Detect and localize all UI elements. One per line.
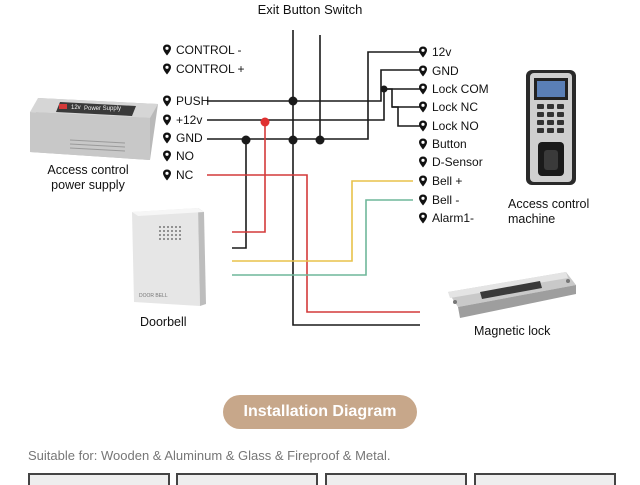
speaker-grille [159, 226, 181, 240]
location-pin-icon [162, 44, 172, 56]
doorbell-brand: DOOR BELL [139, 293, 168, 299]
terminal-d-sensor: D-Sensor [418, 155, 483, 169]
terminal-button: Button [418, 137, 467, 151]
wire-lock-no [392, 106, 420, 127]
wire-bell-minus [232, 199, 413, 276]
terminal-no: NO [162, 149, 194, 163]
location-pin-icon [418, 138, 428, 150]
wire-doorbell-red [232, 120, 266, 233]
red-wires [207, 120, 420, 313]
power-supply-caption: Access control power supply [47, 163, 129, 192]
power-supply-badge: 12v [71, 105, 81, 111]
terminal-nc: NC [162, 168, 193, 182]
terminal-bell-minus: Bell - [418, 193, 459, 207]
doorbell-image [132, 208, 206, 306]
terminal-bell-plus: Bell + [418, 174, 462, 188]
location-pin-icon [418, 212, 428, 224]
terminal-12v: 12v [418, 45, 451, 59]
terminal-gnd: GND [162, 131, 203, 145]
location-pin-icon [418, 194, 428, 206]
wire-lock-nc [384, 88, 420, 108]
location-pin-icon [418, 156, 428, 168]
access-machine-caption: Access control machine [508, 197, 590, 226]
location-pin-icon [418, 65, 428, 77]
junction-dot [288, 135, 298, 145]
wire-maglock-black [292, 101, 420, 326]
location-pin-icon [418, 46, 428, 58]
exit-button-switch-label: Exit Button Switch [257, 2, 363, 17]
magnetic-lock-image [448, 272, 576, 318]
terminal-control-minus: CONTROL - [162, 43, 242, 57]
material-thumbnail [176, 473, 318, 485]
terminal-control-plus: CONTROL + [162, 62, 245, 76]
location-pin-icon [162, 169, 172, 181]
location-pin-icon [162, 95, 172, 107]
material-thumbnail [474, 473, 616, 485]
power-supply-image [30, 98, 158, 160]
wire-gnd-12v [320, 51, 420, 140]
junction-dot [315, 135, 325, 145]
terminal-gnd: GND [418, 64, 459, 78]
access-control-machine-image [526, 70, 576, 185]
location-pin-icon [162, 114, 172, 126]
terminal-lock-no: Lock NO [418, 119, 479, 133]
junction-dot [380, 85, 388, 93]
magnetic-lock-caption: Magnetic lock [474, 324, 551, 338]
terminal-alarm1-minus: Alarm1- [418, 211, 474, 225]
location-pin-icon [418, 120, 428, 132]
doorbell-caption: Doorbell [140, 315, 187, 329]
junction-dot [241, 135, 251, 145]
terminal-12v: +12v [162, 113, 202, 127]
terminal-lock-com: Lock COM [418, 82, 489, 96]
wire-maglock-red [207, 174, 420, 313]
wire-12v-lockcom [265, 88, 420, 121]
location-pin-icon [418, 175, 428, 187]
material-thumbnail [325, 473, 467, 485]
location-pin-icon [162, 132, 172, 144]
location-pin-icon [162, 150, 172, 162]
junction-dot [288, 96, 298, 106]
wire-bell-plus [232, 180, 413, 262]
location-pin-icon [162, 63, 172, 75]
material-thumbnail [28, 473, 170, 485]
terminal-lock-nc: Lock NC [418, 100, 478, 114]
installation-diagram-badge: Installation Diagram [223, 395, 417, 429]
location-pin-icon [418, 101, 428, 113]
location-pin-icon [418, 83, 428, 95]
suitable-for-text: Suitable for: Wooden & Aluminum & Glass … [28, 448, 391, 463]
junction-dot-red [260, 117, 270, 127]
terminal-push: PUSH [162, 94, 209, 108]
power-supply-brand: Power Supply [84, 106, 122, 112]
